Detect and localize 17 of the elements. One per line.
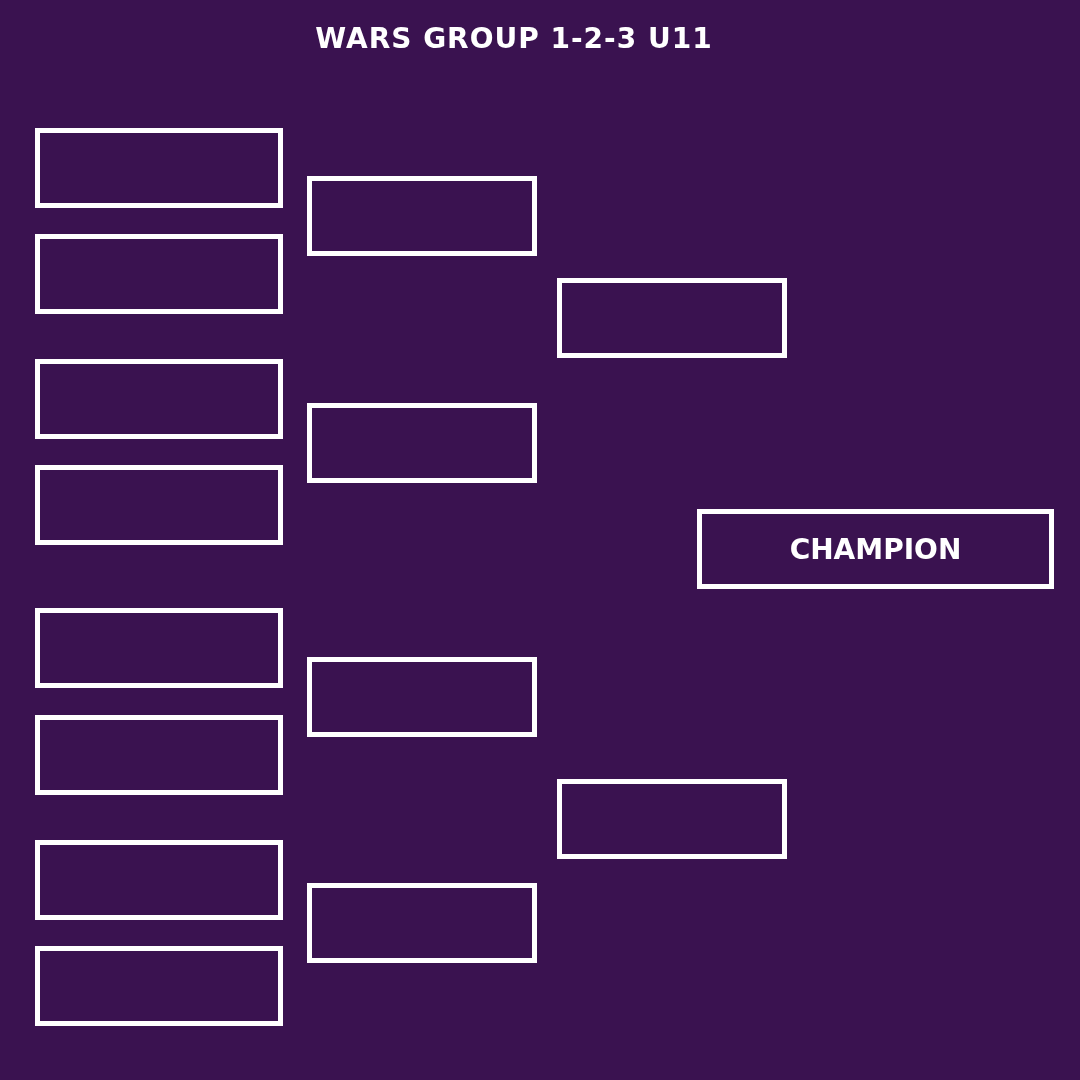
empty-bracket-slot	[35, 715, 283, 795]
empty-bracket-slot	[307, 176, 537, 256]
empty-bracket-slot	[35, 946, 283, 1026]
empty-bracket-slot	[557, 278, 787, 358]
slot-label: CHAMPION	[789, 532, 962, 566]
empty-bracket-slot	[35, 465, 283, 545]
empty-bracket-slot	[35, 359, 283, 439]
empty-bracket-slot	[35, 234, 283, 314]
empty-bracket-slot	[35, 608, 283, 688]
bracket-slot	[697, 509, 1054, 589]
empty-bracket-slot	[307, 883, 537, 963]
empty-bracket-slot	[557, 779, 787, 859]
empty-bracket-slot	[35, 128, 283, 208]
empty-bracket-slot	[307, 403, 537, 483]
empty-bracket-slot	[307, 657, 537, 737]
empty-bracket-slot	[35, 840, 283, 920]
title: WARS GROUP 1-2-3 U11	[314, 22, 714, 55]
